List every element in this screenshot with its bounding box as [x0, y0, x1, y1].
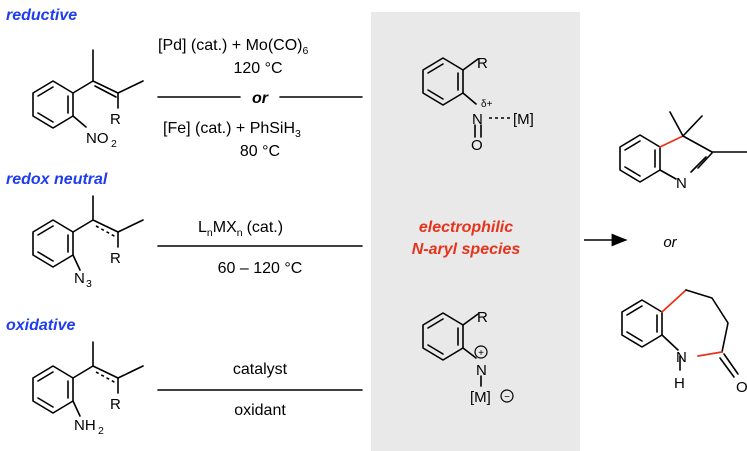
intermediate-panel: [371, 12, 580, 451]
aniline-substrate: R NH 2: [32, 341, 144, 437]
section-label-oxidative: oxidative: [6, 317, 75, 334]
indolenine-N: N: [676, 175, 687, 192]
svg-text:120 °C: 120 °C: [233, 60, 282, 77]
azide-label: N: [74, 270, 85, 287]
amine-subscript: 2: [98, 425, 104, 437]
amine-label: NH: [74, 417, 96, 434]
nitro-label: NO: [86, 130, 109, 147]
azide-subscript: 3: [86, 278, 92, 290]
lactam-N: N: [676, 349, 687, 366]
lactam-O: O: [736, 379, 747, 396]
intermediate-title-line1: electrophilic: [419, 219, 513, 236]
section-label-redox-neutral: redox neutral: [6, 171, 108, 188]
delta-plus: δ+: [481, 99, 493, 110]
indolenine-product: N: [619, 111, 747, 192]
svg-text:R: R: [477, 55, 488, 72]
svg-text:catalyst: catalyst: [233, 361, 288, 378]
azide-substrate: R N 3: [32, 195, 144, 290]
substituent-R: R: [110, 111, 121, 128]
or-label: or: [252, 90, 269, 107]
nitroarene-substrate: R NO 2: [32, 49, 144, 150]
nitrenium-intermediate: R + N [M] −: [422, 309, 514, 406]
oxidative-conditions: catalyst oxidant: [157, 361, 363, 419]
nitrenium-N: N: [476, 362, 487, 379]
svg-text:[Fe] (cat.) + PhSiH3: [Fe] (cat.) + PhSiH3: [163, 120, 301, 140]
substituent-R: R: [110, 396, 121, 413]
svg-text:LnMXn(cat.): LnMXn(cat.): [198, 219, 283, 239]
section-label-reductive: reductive: [6, 7, 77, 24]
intermediate-title-line2: N-aryl species: [412, 241, 521, 258]
nitroso-N: N: [472, 111, 483, 128]
svg-text:oxidant: oxidant: [234, 402, 286, 419]
nitro-subscript: 2: [111, 138, 117, 150]
reductive-conditions: [Pd] (cat.) + Mo(CO)6 120 °C or [Fe] (ca…: [157, 37, 363, 160]
svg-text:R: R: [477, 309, 488, 326]
metal-label: [M]: [513, 111, 534, 128]
substituent-R: R: [110, 250, 121, 267]
lactam-H: H: [674, 375, 685, 392]
nitroso-intermediate: R δ+ N O [M]: [422, 55, 534, 154]
redox-neutral-conditions: LnMXn(cat.) 60 – 120 °C: [157, 219, 363, 277]
nitrenium-metal: [M]: [470, 389, 491, 406]
benzazepinone-product: N H O: [621, 289, 747, 396]
svg-text:80 °C: 80 °C: [240, 143, 280, 160]
svg-text:60 – 120 °C: 60 – 120 °C: [218, 260, 303, 277]
products-or-label: or: [663, 234, 677, 251]
svg-text:[Pd] (cat.) + Mo(CO)6: [Pd] (cat.) + Mo(CO)6: [158, 37, 308, 57]
minus-charge: −: [504, 392, 510, 403]
nitroso-O: O: [471, 137, 483, 154]
plus-charge: +: [478, 348, 484, 359]
